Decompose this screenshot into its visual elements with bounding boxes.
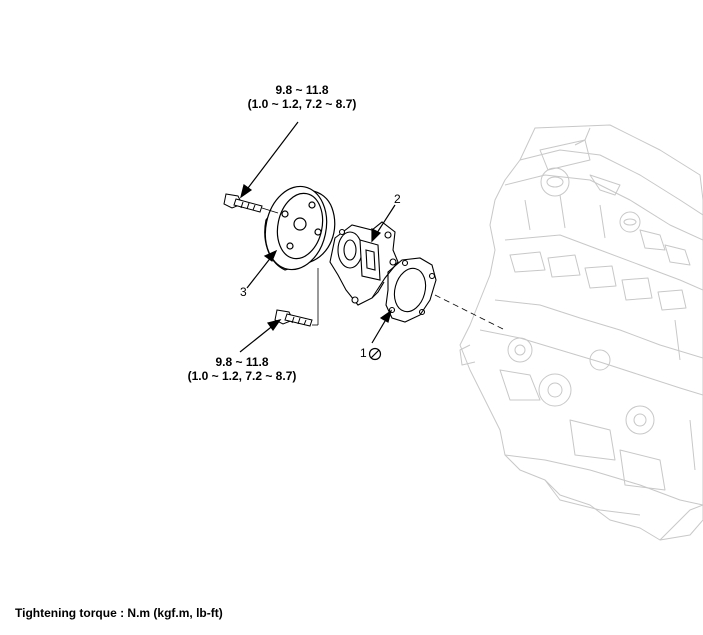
do-not-reuse-icon xyxy=(368,347,382,361)
pulley-bolt-bottom xyxy=(274,309,313,327)
alignment-centerline xyxy=(434,294,506,331)
engine-block-outline xyxy=(459,124,703,541)
torque-label-bottom-value: 9.8 ~ 11.8 xyxy=(215,355,269,369)
callout-pulley-number: 3 xyxy=(240,285,247,299)
water-pump-body xyxy=(329,221,399,306)
torque-label-top-conversion: (1.0 ~ 1.2, 7.2 ~ 8.7) xyxy=(247,97,357,111)
leader-arrows xyxy=(239,121,396,353)
water-pump-gasket xyxy=(385,257,437,323)
callout-pump-number: 2 xyxy=(394,192,401,206)
torque-label-top: 9.8 ~ 11.8 (1.0 ~ 1.2, 7.2 ~ 8.7) xyxy=(232,83,372,111)
torque-label-bottom: 9.8 ~ 11.8 (1.0 ~ 1.2, 7.2 ~ 8.7) xyxy=(172,355,312,383)
torque-label-top-value: 9.8 ~ 11.8 xyxy=(275,83,329,97)
assembly-lines xyxy=(261,207,319,326)
pulley-bolt-top xyxy=(223,193,263,213)
water-pump-pulley xyxy=(264,185,336,271)
torque-label-bottom-conversion: (1.0 ~ 1.2, 7.2 ~ 8.7) xyxy=(187,369,297,383)
callout-gasket-number: 1 xyxy=(360,346,367,360)
tightening-torque-caption: Tightening torque : N.m (kgf.m, lb-ft) xyxy=(15,606,223,620)
